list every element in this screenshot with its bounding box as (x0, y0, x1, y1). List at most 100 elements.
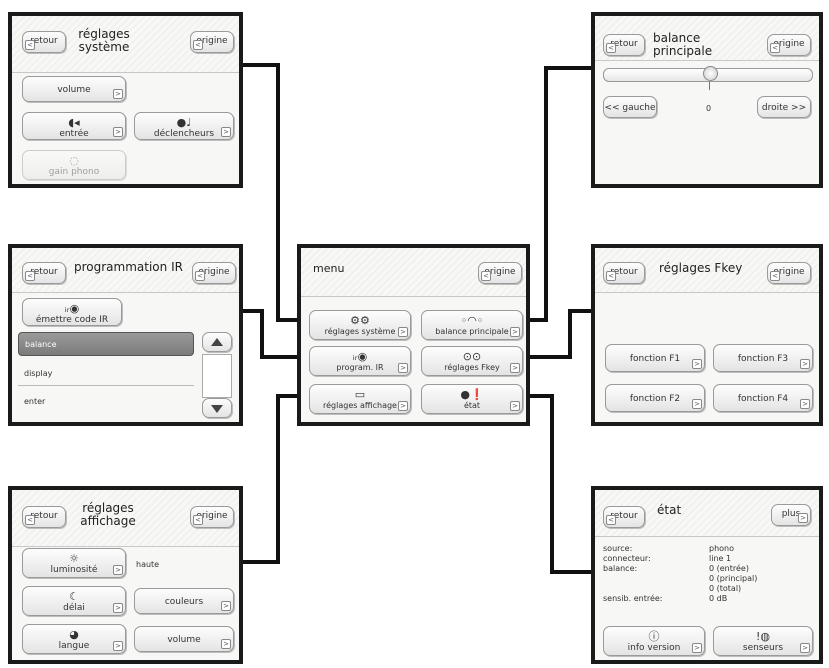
chevron-right-icon: > (510, 363, 520, 373)
sensor-icon: !◍ (755, 630, 770, 643)
origine-button[interactable]: origine< (192, 262, 236, 284)
chevron-left-icon: < (606, 515, 616, 525)
fonction-f2-button[interactable]: fonction F2> (605, 384, 705, 412)
chevron-right-icon: > (798, 513, 808, 523)
retour-button[interactable]: retour< (603, 34, 645, 56)
panel-programmation-ir: retour< programmation IR origine< ᵢᵣ◉éme… (8, 244, 243, 426)
declencheurs-button[interactable]: ●♩déclencheurs> (134, 112, 234, 140)
chevron-right-icon: > (398, 327, 408, 337)
chevron-right-icon: > (692, 399, 702, 409)
sun-icon: ☼ (69, 552, 79, 565)
balance-icon: ◦◠◦ (460, 314, 484, 327)
chevron-right-icon: > (113, 127, 123, 137)
trigger-icon: ●♩ (176, 116, 192, 129)
list-item[interactable]: enter (24, 397, 46, 406)
panel-reglages-fkey: retour< réglages Fkey origine< fonction … (591, 244, 823, 426)
scrollbar-track[interactable] (202, 354, 232, 398)
chevron-left-icon: < (481, 271, 491, 281)
volume-button[interactable]: volume> (22, 76, 126, 102)
list-item[interactable]: display (18, 362, 194, 386)
emettre-code-ir-button[interactable]: ᵢᵣ◉émettre code IR (22, 298, 122, 326)
panel-title: menu (313, 262, 345, 275)
retour-button[interactable]: retour< (603, 262, 645, 284)
chevron-left-icon: < (770, 43, 780, 53)
chevron-left-icon: < (770, 271, 780, 281)
panel-reglages-affichage: retour< réglages affichage origine< ☼lum… (8, 486, 243, 664)
langue-button[interactable]: ◕langue> (22, 624, 126, 654)
fonction-f1-button[interactable]: fonction F1> (605, 344, 705, 372)
origine-button[interactable]: origine< (767, 262, 811, 284)
panel-title: réglages système (78, 27, 130, 54)
display-icon: ▭ (354, 388, 366, 401)
chevron-right-icon: > (510, 401, 520, 411)
origine-button[interactable]: origine< (767, 34, 811, 56)
entree-button[interactable]: ◖◂entrée> (22, 112, 126, 140)
menu-reglages-fkey-button[interactable]: ⊙⊙réglages Fkey> (421, 346, 523, 376)
chevron-right-icon: > (113, 89, 123, 99)
chevron-right-icon: > (221, 639, 231, 649)
origine-button[interactable]: origine< (478, 262, 522, 284)
origine-button[interactable]: origine< (190, 31, 234, 53)
chevron-right-icon: > (800, 399, 810, 409)
balance-slider-thumb[interactable] (703, 66, 718, 81)
panel-title: programmation IR (74, 260, 183, 274)
retour-button[interactable]: retour< (603, 506, 645, 528)
scroll-up-button[interactable] (202, 332, 232, 352)
balance-value: 0 (706, 104, 712, 113)
status-row: balance:0 (entrée) (603, 564, 749, 573)
status-icon: ●❗ (460, 388, 484, 401)
scroll-down-button[interactable] (202, 398, 232, 418)
chevron-right-icon: > (113, 603, 123, 613)
status-row: source:phono (603, 544, 735, 553)
senseurs-button[interactable]: !◍senseurs> (713, 626, 813, 656)
ir-signal-icon: ᵢᵣ◉ (352, 350, 368, 363)
retour-button[interactable]: retour< (22, 31, 66, 53)
chevron-right-icon: > (113, 565, 123, 575)
menu-program-ir-button[interactable]: ᵢᵣ◉program. IR> (309, 346, 411, 376)
chevron-right-icon: > (692, 643, 702, 653)
gauche-button[interactable]: << gauche (603, 96, 657, 118)
input-icon: ◖◂ (68, 116, 80, 129)
status-row: 0 (principal) (709, 574, 758, 583)
volume-button[interactable]: volume> (134, 626, 234, 652)
balance-center-tick (709, 82, 710, 90)
menu-reglages-systeme-button[interactable]: ⚙⚙réglages système> (309, 310, 411, 340)
gain-phono-button: ◌gain phono (22, 150, 126, 180)
fonction-f3-button[interactable]: fonction F3> (713, 344, 813, 372)
chevron-left-icon: < (25, 271, 35, 281)
chevron-left-icon: < (25, 40, 35, 50)
chevron-left-icon: < (606, 43, 616, 53)
delai-button[interactable]: ☾délai> (22, 586, 126, 616)
origine-button[interactable]: origine< (190, 506, 234, 528)
status-row: sensib. entrée:0 dB (603, 594, 728, 603)
ir-list: balance display enter (18, 332, 196, 420)
panel-reglages-systeme: retour< réglages système origine< volume… (8, 12, 243, 188)
list-item-selected[interactable]: balance (18, 332, 194, 356)
chevron-right-icon: > (800, 643, 810, 653)
fonction-f4-button[interactable]: fonction F4> (713, 384, 813, 412)
moon-icon: ☾ (69, 590, 79, 603)
menu-reglages-affichage-button[interactable]: ▭réglages affichage> (309, 384, 411, 414)
couleurs-button[interactable]: couleurs> (134, 588, 234, 614)
menu-etat-button[interactable]: ●❗état> (421, 384, 523, 414)
chevron-right-icon: > (398, 401, 408, 411)
menu-balance-principale-button[interactable]: ◦◠◦balance principale> (421, 310, 523, 340)
plus-button[interactable]: plus> (771, 504, 811, 526)
chevron-right-icon: > (113, 641, 123, 651)
chevron-left-icon: < (193, 40, 203, 50)
arrow-menu-to-affichage (225, 394, 305, 566)
phono-icon: ◌ (69, 154, 79, 167)
luminosite-button[interactable]: ☼luminosité> (22, 548, 126, 578)
triangle-down-icon (211, 405, 223, 413)
retour-button[interactable]: retour< (22, 506, 66, 528)
ir-signal-icon: ᵢᵣ◉ (64, 302, 80, 315)
droite-button[interactable]: droite >> (757, 96, 811, 118)
panel-title: balance principale (653, 31, 713, 58)
arrow-menu-to-etat (510, 394, 617, 576)
gears-icon: ⚙⚙ (350, 314, 370, 327)
fkey-icon: ⊙⊙ (462, 350, 482, 363)
retour-button[interactable]: retour< (22, 262, 66, 284)
panel-title: état (657, 503, 682, 517)
chevron-right-icon: > (510, 327, 520, 337)
